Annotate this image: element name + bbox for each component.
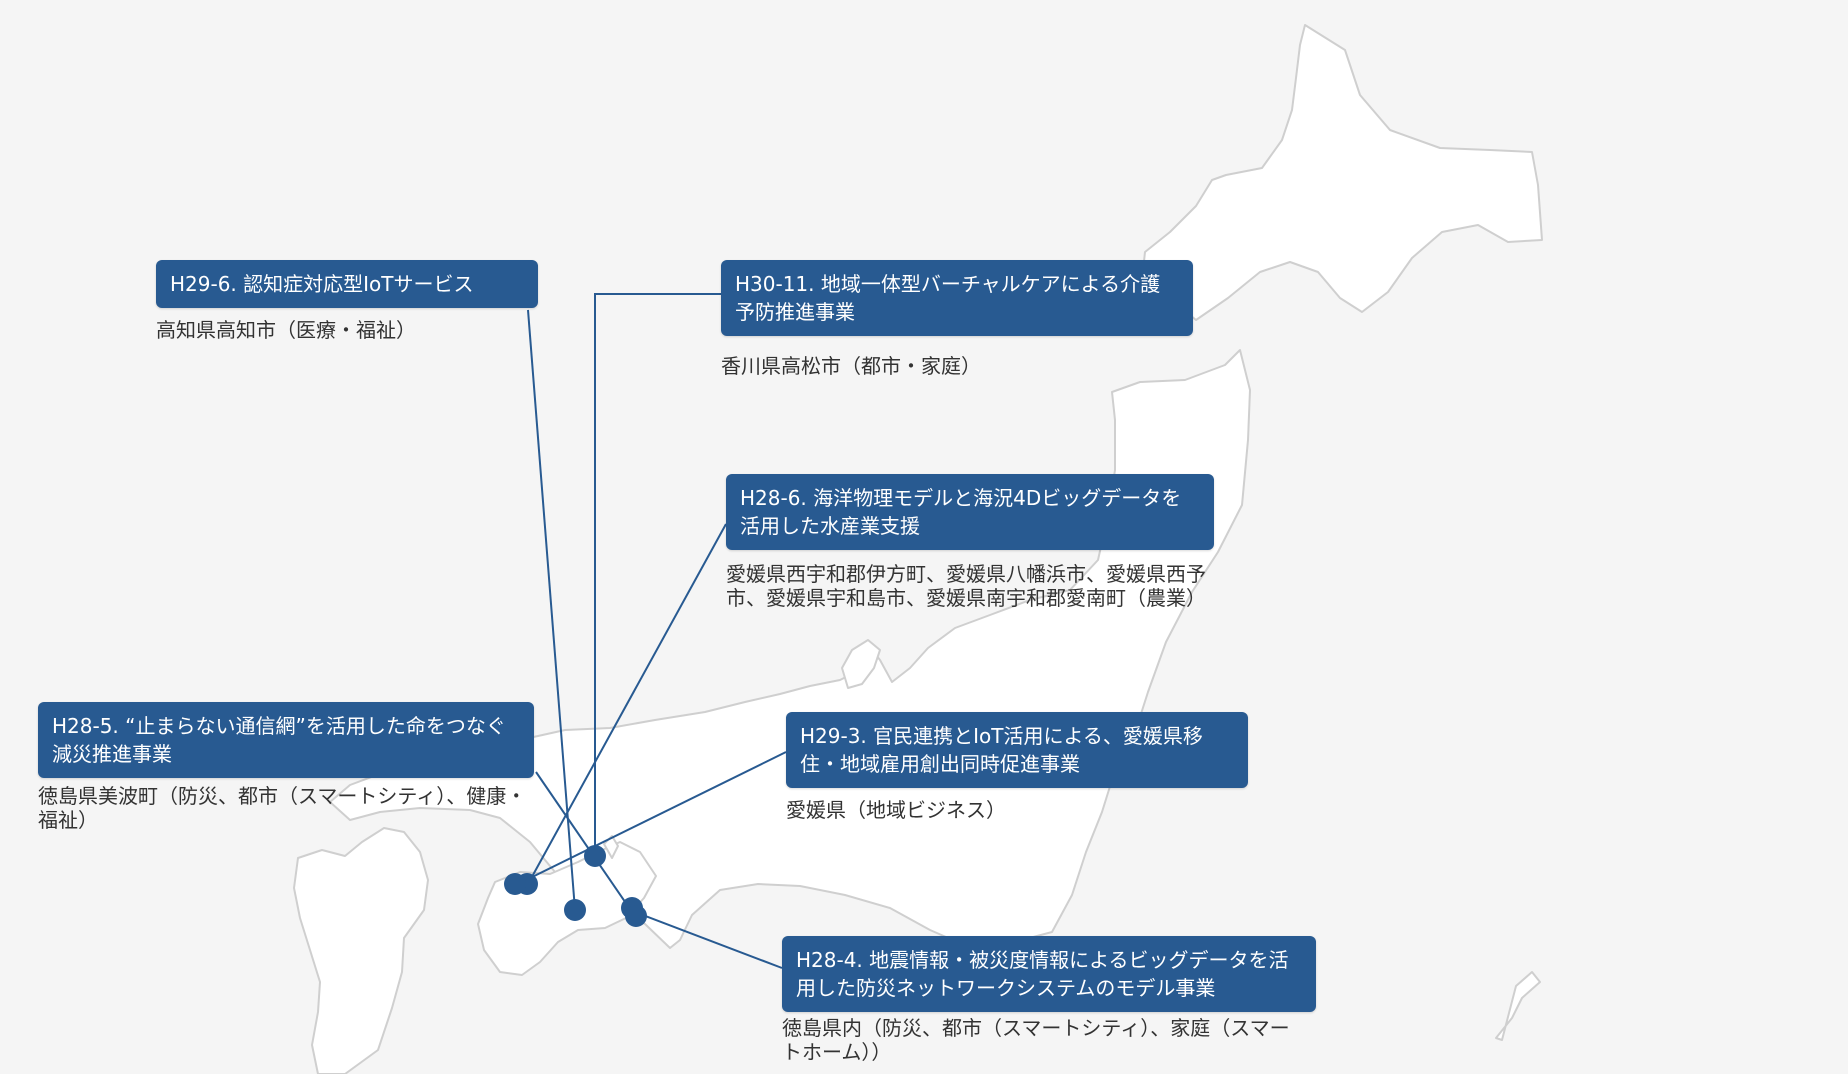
leader-h28-6 [527, 523, 727, 885]
project-h28-4-title[interactable]: H28-4. 地震情報・被災度情報によるビッグデータを活用した防災ネットワークシ… [782, 936, 1316, 1012]
project-h29-6-title[interactable]: H29-6. 認知症対応型IoTサービス [156, 260, 538, 308]
leader-h28-5 [535, 771, 633, 913]
hokkaido-island [1141, 24, 1543, 321]
marker-h30-11[interactable] [584, 845, 606, 867]
project-h30-11-title[interactable]: H30-11. 地域一体型バーチャルケアによる介護予防推進事業 [721, 260, 1193, 336]
project-h30-11-location: 香川県高松市（都市・家庭） [721, 354, 981, 378]
leader-h28-4 [634, 911, 783, 969]
honshu-island [329, 349, 1251, 959]
marker-h29-3[interactable] [504, 873, 526, 895]
marker-h28-4[interactable] [625, 905, 647, 927]
project-h29-6-location: 高知県高知市（医療・福祉） [156, 318, 416, 342]
project-h29-3-title[interactable]: H29-3. 官民連携とIoT活用による、愛媛県移住・地域雇用創出同時促進事業 [786, 712, 1248, 788]
okinawa-island [1495, 971, 1541, 1041]
kyushu-island [293, 827, 429, 1074]
project-h28-5-title[interactable]: H28-5. “止まらない通信網”を活用した命をつなぐ減災推進事業 [38, 702, 534, 778]
project-h28-5-location: 徳島県美波町（防災、都市（スマートシティ）、健康・福祉） [38, 784, 527, 832]
leader-h29-6 [527, 309, 576, 911]
leader-h30-11 [594, 293, 721, 856]
marker-h29-6[interactable] [564, 899, 586, 921]
project-h28-6-location: 愛媛県西宇和郡伊方町、愛媛県八幡浜市、愛媛県西予市、愛媛県宇和島市、愛媛県南宇和… [726, 562, 1206, 610]
project-h28-6-title[interactable]: H28-6. 海洋物理モデルと海況4Dビッグデータを活用した水産業支援 [726, 474, 1214, 550]
noto-peninsula [841, 639, 881, 689]
leader-h29-3 [517, 751, 787, 885]
project-h29-3-location: 愛媛県（地域ビジネス） [786, 798, 1006, 822]
project-h28-4-location: 徳島県内（防災、都市（スマートシティ）、家庭（スマートホーム）） [782, 1016, 1290, 1064]
